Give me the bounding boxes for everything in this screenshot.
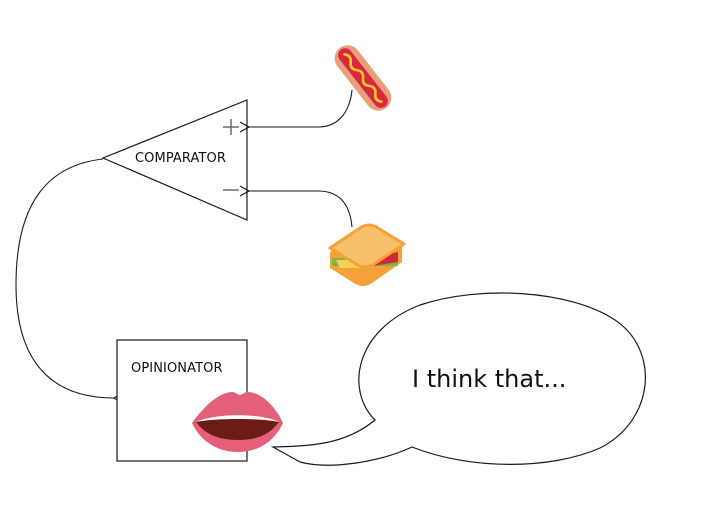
- hotdog-to-plus-connector[interactable]: [249, 89, 353, 127]
- speech-bubble-text: I think that...: [412, 365, 567, 393]
- speech-bubble[interactable]: [270, 292, 646, 466]
- comparator-triangle[interactable]: [101, 99, 248, 221]
- plus-sign-icon: [223, 119, 239, 135]
- sandwich-icon[interactable]: [328, 223, 406, 286]
- lips-icon[interactable]: [192, 392, 283, 452]
- comparator-label: COMPARATOR: [135, 151, 227, 166]
- opinionator-label: OPINIONATOR: [131, 361, 223, 376]
- hotdog-icon[interactable]: [329, 40, 396, 116]
- sandwich-to-minus-connector[interactable]: [249, 191, 353, 228]
- comparator-to-opinionator-connector[interactable]: [15, 158, 114, 398]
